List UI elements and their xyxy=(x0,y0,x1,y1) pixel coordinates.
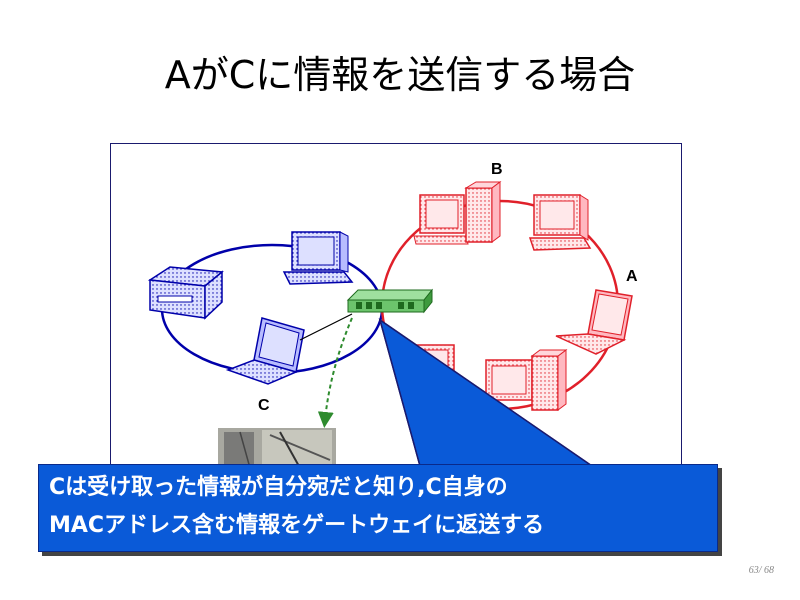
desktop-pc-red-1-icon xyxy=(413,181,502,245)
callout-line-2: MACアドレス含む情報をゲートウェイに返送する xyxy=(49,513,545,538)
printer-icon xyxy=(147,266,224,320)
label-c: C xyxy=(258,397,270,414)
desktop-pc-red-2-icon xyxy=(528,194,592,251)
callout-box: Cは受け取った情報が自分宛だと知り,C自身の MACアドレス含む情報をゲートウェ… xyxy=(38,464,718,552)
laptop-a-icon xyxy=(555,289,633,355)
label-b: B xyxy=(491,161,503,178)
gateway-hub-icon xyxy=(346,288,434,314)
callout-line-1: Cは受け取った情報が自分宛だと知り,C自身の xyxy=(49,475,508,500)
slide-title: AがCに情報を送信する場合 xyxy=(164,53,636,97)
label-a: A xyxy=(626,268,638,285)
laptop-c-icon xyxy=(225,317,305,385)
desktop-pc-icon xyxy=(282,231,354,285)
desktop-pc-red-3-icon xyxy=(485,349,568,411)
link-c-to-gateway xyxy=(299,313,353,341)
equipment-photo xyxy=(218,428,336,469)
page-number: 63/ 68 xyxy=(748,565,774,576)
